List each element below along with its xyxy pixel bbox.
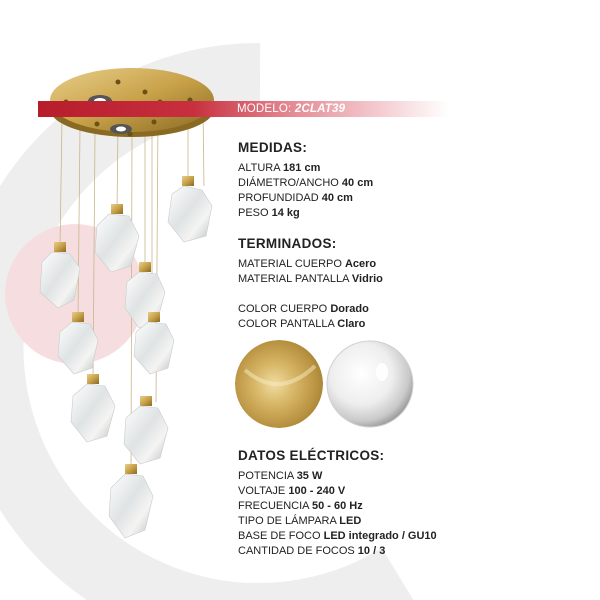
chandelier-image: [39, 68, 214, 539]
medidas-section: MEDIDAS: ALTURA 181 cm DIÁMETRO/ANCHO 40…: [238, 140, 373, 221]
spec-row-profundidad: PROFUNDIDAD 40 cm: [238, 192, 353, 204]
spec-row-peso: PESO 14 kg: [238, 207, 300, 219]
spec-row-voltaje: VOLTAJE 100 - 240 V: [238, 485, 346, 497]
spec-row-frecuencia: FRECUENCIA 50 - 60 Hz: [238, 500, 363, 512]
crystal-pendants: [39, 176, 213, 539]
spec-row-tipo-lampara: TIPO DE LÁMPARA LED: [238, 515, 362, 527]
spec-row-color-pantalla: COLOR PANTALLA Claro: [238, 318, 366, 330]
spec-row-cantidad-focos: CANTIDAD DE FOCOS 10 / 3: [238, 545, 386, 557]
model-banner: [38, 101, 448, 117]
model-label-text: MODELO:: [237, 103, 292, 115]
spec-row-altura: ALTURA 181 cm: [238, 162, 321, 174]
electricos-section: DATOS ELÉCTRICOS: POTENCIA 35 W VOLTAJE …: [238, 448, 437, 559]
model-label: MODELO: 2CLAT39: [237, 101, 345, 117]
electricos-title: DATOS ELÉCTRICOS:: [238, 448, 385, 463]
spec-row-base-foco: BASE DE FOCO LED integrado / GU10: [238, 530, 437, 542]
model-code: 2CLAT39: [294, 103, 346, 115]
spec-row-diametro: DIÁMETRO/ANCHO 40 cm: [238, 177, 374, 189]
spec-row-potencia: POTENCIA 35 W: [238, 470, 323, 482]
terminados-section: TERMINADOS: MATERIAL CUERPO Acero MATERI…: [238, 236, 383, 287]
spec-row-material-cuerpo: MATERIAL CUERPO Acero: [238, 258, 377, 270]
terminados-title: TERMINADOS:: [238, 236, 337, 251]
clear-glass-swatch: [326, 340, 414, 428]
spec-row-material-pantalla: MATERIAL PANTALLA Vidrio: [238, 273, 383, 285]
spec-row-color-cuerpo: COLOR CUERPO Dorado: [238, 303, 369, 315]
gold-finish-swatch: [235, 340, 323, 428]
medidas-title: MEDIDAS:: [238, 140, 308, 155]
colores-section: COLOR CUERPO Dorado COLOR PANTALLA Claro: [238, 302, 369, 332]
